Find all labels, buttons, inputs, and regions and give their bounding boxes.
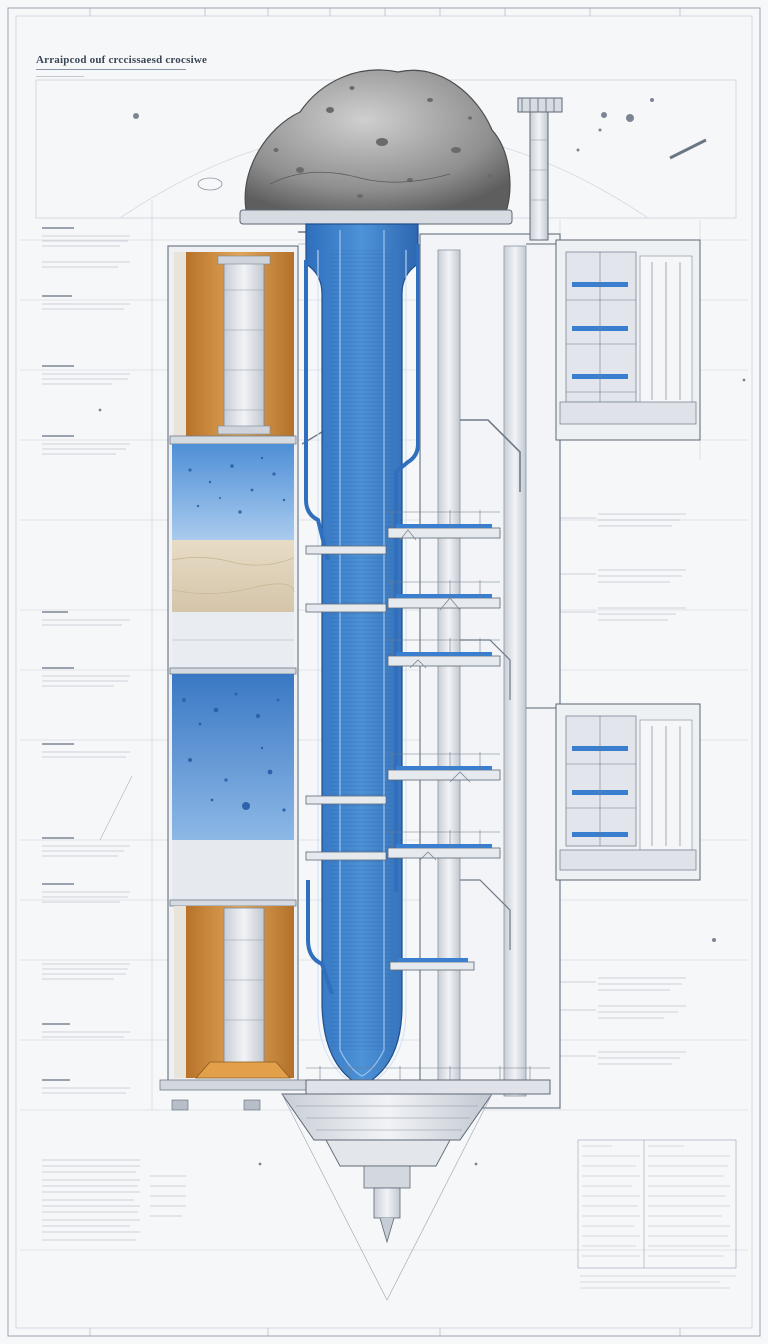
floating-debris [133, 98, 654, 152]
asteroid-mount-plate [239, 209, 513, 225]
central-shaft [305, 223, 419, 1091]
blue-pipes [304, 244, 420, 995]
lower-water-layer [172, 674, 294, 840]
core-structure [419, 233, 561, 1109]
spec-table [577, 1139, 737, 1289]
upper-amber-chamber [172, 252, 294, 436]
sheet-inner-frame [15, 15, 753, 1329]
upper-machinery-module [526, 239, 701, 441]
title-subrule [36, 76, 84, 77]
left-vessel [159, 245, 307, 1091]
lower-amber-chamber [174, 906, 294, 1079]
thruster-cone [281, 1093, 493, 1301]
lower-machinery-module [526, 703, 701, 881]
frame-ticks [89, 8, 681, 1336]
sheet-title: Arraipcod ouf crccissaesd crocsiwe [36, 54, 208, 66]
right-annotations [560, 513, 686, 1065]
debris-rod [669, 138, 707, 160]
catwalk-decks [305, 510, 501, 971]
left-annotations [42, 227, 186, 1241]
small-markers [98, 378, 746, 1166]
sediment-layer [171, 540, 295, 612]
asteroid-rock [244, 69, 511, 213]
sheet-frame [7, 7, 761, 1337]
upper-water-layer [172, 444, 294, 540]
debris-ring [197, 177, 223, 191]
exhaust-tower [517, 97, 563, 241]
title-block: Arraipcod ouf crccissaesd crocsiwe [36, 54, 208, 77]
title-rule [36, 69, 186, 70]
